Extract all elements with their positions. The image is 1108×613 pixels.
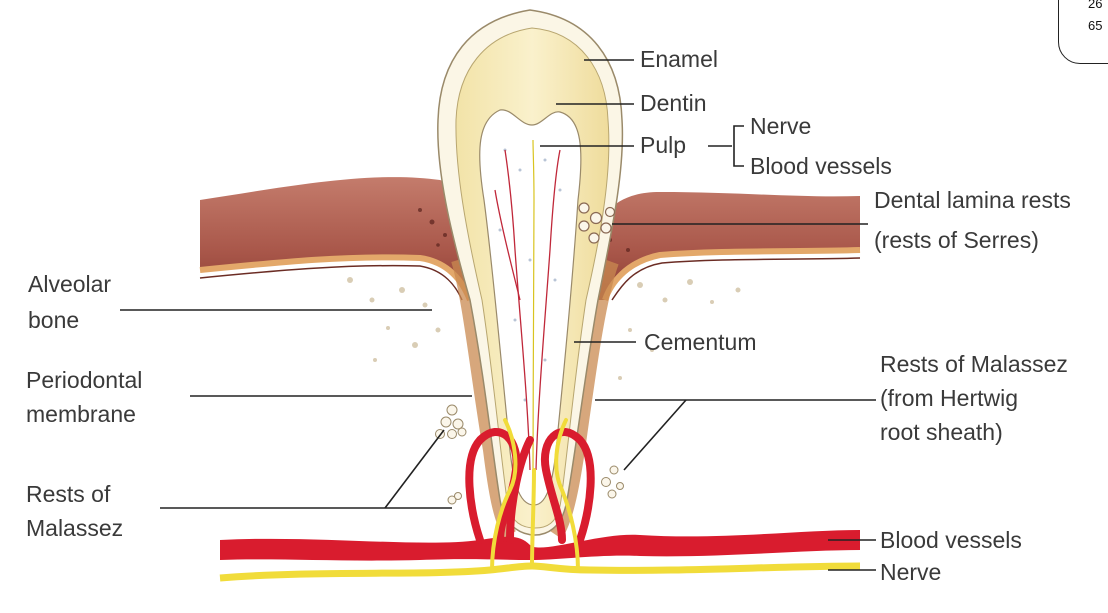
label-rests-of-malassez-right-2: (from Hertwig (880, 384, 1018, 413)
label-bone: bone (28, 306, 79, 335)
label-membrane: membrane (26, 400, 136, 429)
label-alveolar: Alveolar (28, 270, 111, 299)
label-rests-of-malassez-left-1: Rests of (26, 480, 110, 509)
label-rests-of-serres: (rests of Serres) (874, 226, 1039, 255)
label-rests-of-malassez-left-2: Malassez (26, 514, 123, 543)
label-rests-of-malassez-right-1: Rests of Malassez (880, 350, 1068, 379)
label-rests-of-malassez-right-3: root sheath) (880, 418, 1003, 447)
label-blood-vessels: Blood vessels (880, 526, 1022, 555)
label-pulp-blood-vessels: Blood vessels (750, 152, 892, 181)
label-periodontal: Periodontal (26, 366, 142, 395)
label-nerve: Nerve (880, 558, 941, 587)
label-enamel: Enamel (640, 45, 718, 74)
label-pulp-nerve: Nerve (750, 112, 811, 141)
label-dentin: Dentin (640, 89, 706, 118)
label-cementum: Cementum (644, 328, 756, 357)
nerve-base (220, 566, 860, 578)
corner-text-1: 26 (1088, 0, 1102, 12)
corner-text-2: 65 (1088, 18, 1102, 34)
label-dental-lamina-rests: Dental lamina rests (874, 186, 1071, 215)
label-pulp: Pulp (640, 131, 686, 160)
